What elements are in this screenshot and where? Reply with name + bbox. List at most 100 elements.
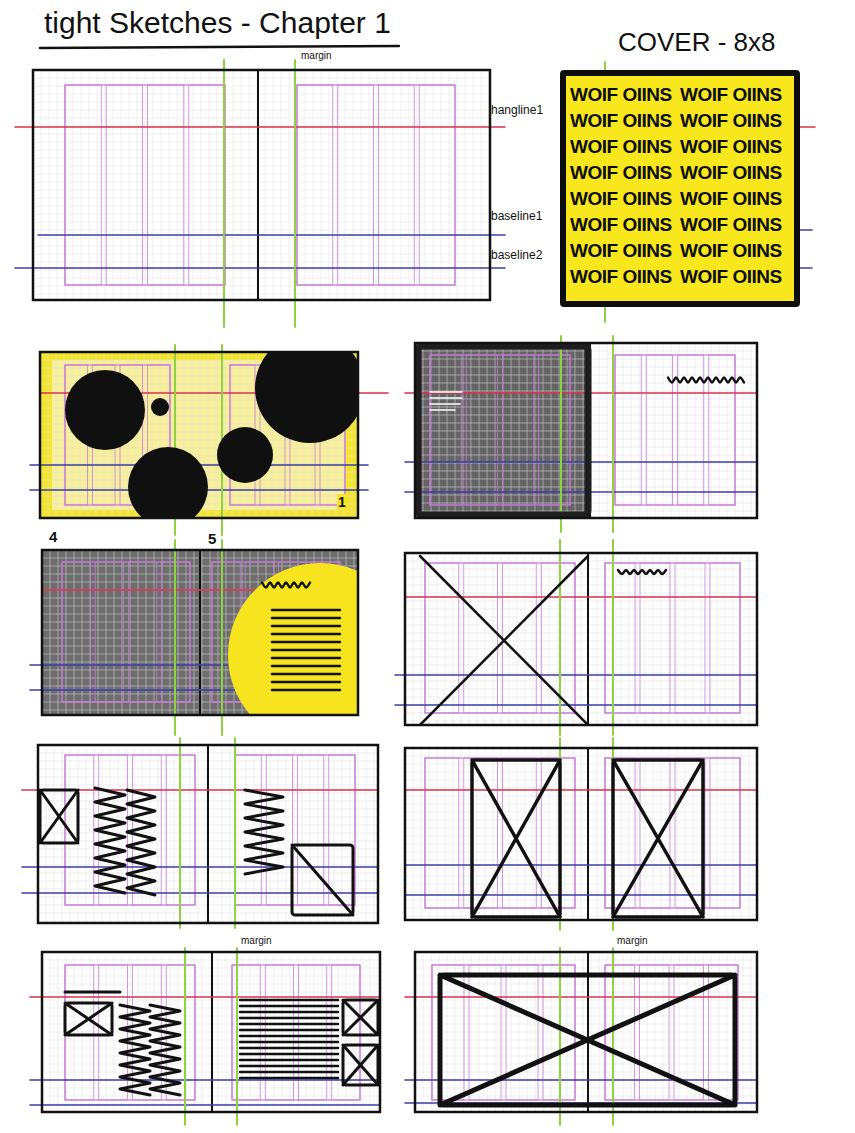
grid-line xyxy=(415,992,757,993)
black-dot xyxy=(151,398,169,416)
grid-line xyxy=(385,70,386,300)
margin-guide xyxy=(559,540,561,735)
grid-line xyxy=(129,70,130,300)
baseline-guide xyxy=(22,892,378,894)
cover-pattern-text: WOIF OIINS xyxy=(680,134,790,160)
grid-line xyxy=(214,745,215,923)
cover-pattern-text: WOIF OIINS xyxy=(570,134,680,160)
column-guide xyxy=(425,758,459,908)
margin-box xyxy=(430,355,570,505)
heading-squiggle xyxy=(668,378,744,383)
image-placeholder xyxy=(292,845,353,915)
cover-pattern-text: WOIF OIINS xyxy=(680,108,790,134)
spread-border xyxy=(42,550,358,715)
column-guide xyxy=(95,562,123,702)
grid-line xyxy=(415,1056,757,1057)
text-scribble xyxy=(240,1071,338,1074)
grid-line xyxy=(169,70,170,300)
grid-line xyxy=(177,70,178,300)
page-number: 4 xyxy=(48,528,58,545)
grid-line xyxy=(310,745,311,923)
margin-box xyxy=(425,758,575,908)
grid-line xyxy=(415,1016,757,1017)
margin-box xyxy=(62,562,190,702)
grid-line xyxy=(73,70,74,300)
grid-line xyxy=(557,553,558,725)
column-guide xyxy=(329,755,355,905)
column-guide xyxy=(189,85,225,285)
grid-line xyxy=(81,70,82,300)
margin-guide xyxy=(294,60,296,327)
sheet-title: tight Sketches - Chapter 1 xyxy=(44,6,391,41)
image-placeholder-cross xyxy=(613,760,703,917)
grid-line xyxy=(437,553,438,725)
cover-pattern-text: WOIF OIINS xyxy=(570,264,680,290)
grid-line xyxy=(417,70,418,300)
grid-line xyxy=(405,641,757,642)
black-dot xyxy=(65,370,145,450)
column-guide xyxy=(148,85,184,285)
baseline-guide xyxy=(395,704,757,706)
text-scribble xyxy=(272,681,340,684)
column-guide xyxy=(65,85,101,285)
column-guide xyxy=(710,563,740,713)
image-placeholder-cross xyxy=(65,1003,112,1035)
image-placeholder-cross xyxy=(343,1045,378,1085)
cover-pattern-text: WOIF OIINS xyxy=(570,160,680,186)
grid-line xyxy=(374,745,375,923)
grid-line xyxy=(429,553,430,725)
grid-line xyxy=(174,745,175,923)
baseline-grid xyxy=(415,952,757,1112)
grid-line xyxy=(294,745,295,923)
page-ground xyxy=(42,952,380,1112)
grid-line xyxy=(57,70,58,300)
text-scribble xyxy=(120,1005,150,1095)
grid-line xyxy=(246,745,247,923)
grid-line xyxy=(405,649,757,650)
baseline-guide xyxy=(30,689,358,691)
grid-line xyxy=(342,745,343,923)
cover-pattern-text: WOIF OIINS xyxy=(570,186,680,212)
grid-line xyxy=(685,553,686,725)
baseline-guide xyxy=(22,866,378,868)
heading-squiggle xyxy=(618,570,666,574)
grid-line xyxy=(54,745,55,923)
grid-line xyxy=(193,70,194,300)
baseline-grid xyxy=(42,952,380,1112)
grid-line xyxy=(653,553,654,725)
grid-line xyxy=(749,553,750,725)
cover-pattern-text: WOIF OIINS xyxy=(570,238,680,264)
margin-guide xyxy=(560,336,562,532)
thumbnail-spread xyxy=(405,738,757,930)
column-guide xyxy=(379,85,415,285)
grid-line xyxy=(369,70,370,300)
grid-line xyxy=(415,1088,757,1089)
column-guide xyxy=(62,562,90,702)
grid-line xyxy=(105,70,106,300)
grid-line xyxy=(413,553,414,725)
hangline-guide xyxy=(405,596,757,598)
grid-line xyxy=(485,553,486,725)
margin-box xyxy=(297,85,455,285)
grid-line xyxy=(725,553,726,725)
page-ground xyxy=(415,952,757,1112)
grid-line xyxy=(669,553,670,725)
grid-line xyxy=(281,70,282,300)
grid-line xyxy=(661,553,662,725)
image-placeholder-cross xyxy=(420,556,588,725)
image-placeholder-cross xyxy=(343,1000,378,1035)
baseline-guide xyxy=(405,1079,757,1081)
cover-pattern-text: WOIF OIINS xyxy=(570,212,680,238)
grid-line xyxy=(289,70,290,300)
grid-line xyxy=(405,585,757,586)
thumbnail-spread xyxy=(30,948,380,1125)
cover-artwork: WOIF OIINSWOIF OIINSWOIF OIINSWOIF OIINS… xyxy=(560,70,800,307)
grid-line xyxy=(150,745,151,923)
cover-pattern-text: WOIF OIINS xyxy=(680,160,790,186)
page-content xyxy=(65,352,358,518)
thumbnail-spread xyxy=(395,540,757,735)
text-scribble xyxy=(240,1035,338,1038)
grid-line xyxy=(318,745,319,923)
grid-line xyxy=(581,553,582,725)
grid-line xyxy=(405,569,757,570)
